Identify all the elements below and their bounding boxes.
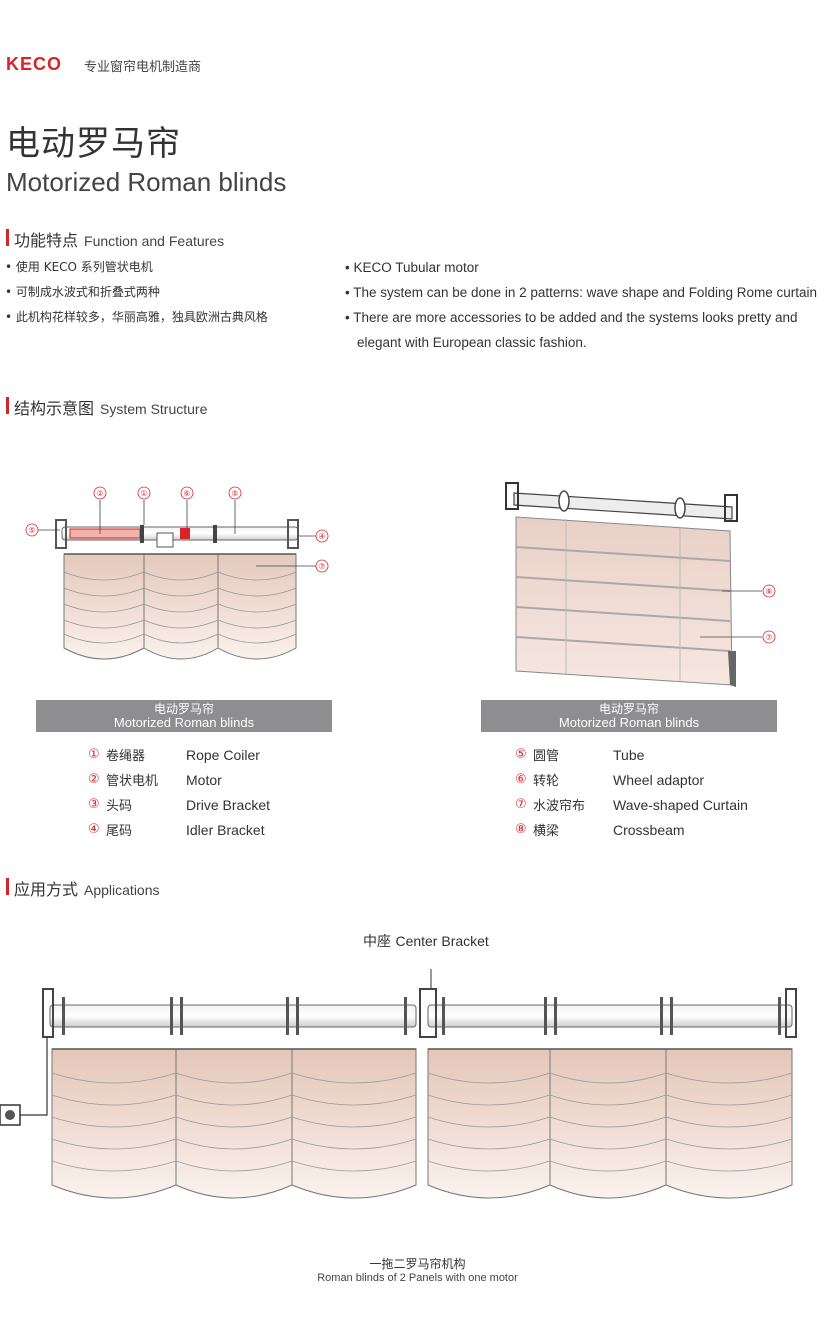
- motor: [69, 528, 141, 539]
- left-caption: 电动罗马帘 Motorized Roman blinds: [36, 700, 332, 732]
- features-heading-en: Function and Features: [84, 233, 225, 249]
- drive-bracket: [55, 519, 67, 549]
- features-heading-cn: 功能特点: [14, 231, 79, 250]
- folding-blind-diagram: ⑧ ⑦: [505, 482, 776, 687]
- two-panel-diagram: [0, 969, 797, 1199]
- idler-bracket: [287, 519, 299, 549]
- features-list-en: • KECO Tubular motor • The system can be…: [345, 255, 833, 355]
- structure-heading-en: System Structure: [100, 401, 208, 417]
- idler-bracket: [724, 494, 738, 522]
- structure-heading: 结构示意图 System Structure: [6, 395, 207, 419]
- tube: [513, 492, 733, 520]
- marker: ⑦: [318, 562, 325, 571]
- list-item: • KECO Tubular motor: [345, 260, 479, 275]
- tube-right: [427, 1004, 793, 1028]
- wheel-adaptor: [180, 528, 190, 539]
- applications-heading: 应用方式 Applications: [6, 876, 160, 900]
- company-tagline: 专业窗帘电机制造商: [84, 60, 202, 75]
- marker: ④: [318, 532, 325, 541]
- page-title-cn: 电动罗马帘: [6, 124, 181, 164]
- wave-curtain: [63, 553, 297, 660]
- marker: ⑤: [231, 489, 238, 498]
- bottom-caption: 一拖二罗马帘机构 Roman blinds of 2 Panels with o…: [317, 1257, 518, 1284]
- marker: ①: [140, 489, 147, 498]
- applications-heading-cn: 应用方式: [14, 880, 79, 899]
- marker: ⑥: [183, 489, 190, 498]
- wave-blind-diagram: ② ① ⑥ ⑤ ⑤ ④ ⑦: [25, 486, 329, 660]
- center-bracket-label: 中座 Center Bracket: [363, 933, 489, 950]
- drive-bracket: [505, 482, 519, 510]
- folding-curtain: [515, 516, 733, 686]
- section-bar: [6, 229, 9, 246]
- section-bar: [6, 397, 9, 414]
- applications-heading-en: Applications: [84, 882, 160, 898]
- features-heading: 功能特点 Function and Features: [6, 227, 224, 251]
- list-item: elegant with European classic fashion.: [357, 335, 587, 350]
- structure-heading-cn: 结构示意图: [14, 399, 95, 418]
- tube-left: [49, 1004, 417, 1028]
- list-item: • 使用 KECO 系列管状电机: [5, 260, 153, 274]
- marker: ⑧: [765, 587, 772, 596]
- list-item: • There are more accessories to be added…: [345, 310, 798, 325]
- list-item: • The system can be done in 2 patterns: …: [345, 285, 817, 300]
- keco-logo: KECO: [6, 54, 63, 74]
- list-item: • 可制成水波式和折叠式两种: [5, 285, 160, 299]
- page-title-en: Motorized Roman blinds: [6, 167, 287, 197]
- marker: ⑤: [28, 526, 35, 535]
- marker: ②: [96, 489, 103, 498]
- right-caption: 电动罗马帘 Motorized Roman blinds: [481, 700, 777, 732]
- section-bar: [6, 878, 9, 895]
- features-list-cn: • 使用 KECO 系列管状电机 • 可制成水波式和折叠式两种 • 此机构花样较…: [5, 255, 268, 330]
- marker: ⑦: [765, 633, 772, 642]
- rope-coiler: [156, 532, 174, 548]
- list-item: • 此机构花样较多，华丽高雅，独具欧洲古典风格: [5, 310, 268, 324]
